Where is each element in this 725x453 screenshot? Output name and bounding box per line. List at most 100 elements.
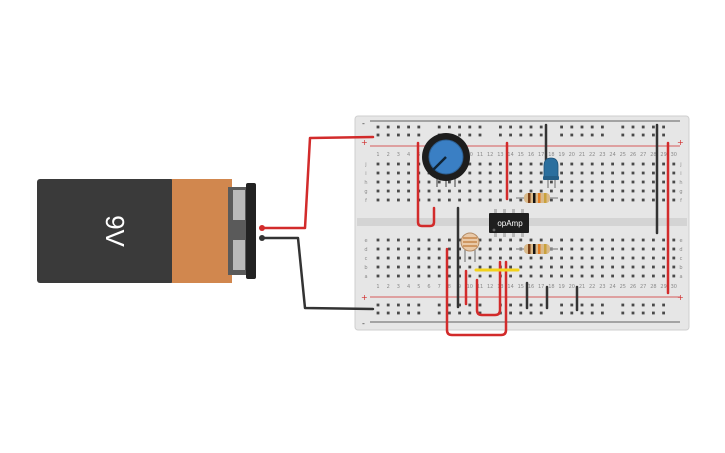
rail-hole[interactable] <box>652 125 655 129</box>
breadboard-hole[interactable] <box>417 274 421 278</box>
breadboard-hole[interactable] <box>590 162 594 166</box>
breadboard-hole[interactable] <box>509 189 512 193</box>
breadboard-hole[interactable] <box>580 180 584 184</box>
breadboard-hole[interactable] <box>488 274 492 278</box>
breadboard-hole[interactable] <box>560 171 563 175</box>
breadboard-hole[interactable] <box>458 247 461 251</box>
breadboard-hole[interactable] <box>590 265 594 269</box>
rail-hole[interactable] <box>641 133 645 137</box>
breadboard-hole[interactable] <box>376 180 380 184</box>
breadboard-hole[interactable] <box>519 162 523 166</box>
breadboard-hole[interactable] <box>631 274 635 278</box>
rail-hole[interactable] <box>631 133 635 137</box>
breadboard-hole[interactable] <box>672 274 676 278</box>
rail-hole[interactable] <box>376 125 380 129</box>
breadboard-hole[interactable] <box>662 171 665 175</box>
breadboard-hole[interactable] <box>519 189 523 193</box>
breadboard-hole[interactable] <box>570 162 574 166</box>
breadboard-hole[interactable] <box>519 274 523 278</box>
breadboard-hole[interactable] <box>397 256 400 260</box>
breadboard-hole[interactable] <box>529 162 533 166</box>
breadboard-hole[interactable] <box>499 238 502 242</box>
rail-hole[interactable] <box>590 303 594 307</box>
breadboard-hole[interactable] <box>590 247 594 251</box>
breadboard-hole[interactable] <box>478 189 482 193</box>
breadboard-hole[interactable] <box>631 265 635 269</box>
rail-hole[interactable] <box>468 133 472 137</box>
breadboard-hole[interactable] <box>580 256 584 260</box>
rail-hole[interactable] <box>386 133 390 137</box>
rail-hole[interactable] <box>478 125 482 129</box>
rail-hole[interactable] <box>529 133 533 137</box>
breadboard-hole[interactable] <box>437 265 441 269</box>
breadboard-hole[interactable] <box>550 238 553 242</box>
breadboard-hole[interactable] <box>621 162 625 166</box>
rail-hole[interactable] <box>478 303 482 307</box>
resistor-bottom[interactable] <box>516 244 558 254</box>
rail-hole[interactable] <box>662 311 665 315</box>
breadboard-hole[interactable] <box>672 265 676 269</box>
breadboard-hole[interactable] <box>488 198 492 202</box>
rail-hole[interactable] <box>397 133 400 137</box>
breadboard-hole[interactable] <box>417 256 421 260</box>
breadboard-hole[interactable] <box>611 274 614 278</box>
led[interactable] <box>543 157 559 188</box>
breadboard-hole[interactable] <box>590 256 594 260</box>
breadboard-hole[interactable] <box>397 265 400 269</box>
breadboard-hole[interactable] <box>550 256 553 260</box>
breadboard-hole[interactable] <box>672 162 676 166</box>
rail-hole[interactable] <box>539 125 543 129</box>
rail-hole[interactable] <box>652 311 655 315</box>
rail-hole[interactable] <box>509 133 512 137</box>
rail-hole[interactable] <box>539 133 543 137</box>
breadboard-hole[interactable] <box>427 180 431 184</box>
rail-hole[interactable] <box>407 133 410 137</box>
breadboard-hole[interactable] <box>652 265 655 269</box>
breadboard-hole[interactable] <box>662 256 665 260</box>
breadboard-hole[interactable] <box>539 162 543 166</box>
breadboard-hole[interactable] <box>397 247 400 251</box>
breadboard-hole[interactable] <box>407 238 410 242</box>
breadboard-hole[interactable] <box>478 274 482 278</box>
rail-hole[interactable] <box>417 133 421 137</box>
breadboard-hole[interactable] <box>641 247 645 251</box>
wire-red-bottom-loop[interactable] <box>445 247 508 337</box>
rail-hole[interactable] <box>590 133 594 137</box>
breadboard-hole[interactable] <box>601 265 604 269</box>
breadboard-hole[interactable] <box>652 180 655 184</box>
breadboard-hole[interactable] <box>641 274 645 278</box>
rail-hole[interactable] <box>590 311 594 315</box>
rail-hole[interactable] <box>417 311 421 315</box>
breadboard-hole[interactable] <box>499 180 502 184</box>
rail-hole[interactable] <box>397 125 400 129</box>
breadboard-hole[interactable] <box>560 238 563 242</box>
breadboard-hole[interactable] <box>386 198 390 202</box>
rail-hole[interactable] <box>397 311 400 315</box>
breadboard-hole[interactable] <box>560 256 563 260</box>
breadboard-hole[interactable] <box>621 247 625 251</box>
breadboard-hole[interactable] <box>601 274 604 278</box>
breadboard-hole[interactable] <box>652 198 655 202</box>
breadboard-hole[interactable] <box>386 189 390 193</box>
rail-hole[interactable] <box>580 311 584 315</box>
breadboard-hole[interactable] <box>397 274 400 278</box>
breadboard-hole[interactable] <box>590 274 594 278</box>
breadboard-hole[interactable] <box>662 247 665 251</box>
breadboard-hole[interactable] <box>376 162 380 166</box>
breadboard-hole[interactable] <box>580 238 584 242</box>
breadboard-hole[interactable] <box>397 171 400 175</box>
breadboard-hole[interactable] <box>631 256 635 260</box>
breadboard-hole[interactable] <box>386 265 390 269</box>
rail-hole[interactable] <box>407 303 410 307</box>
breadboard-hole[interactable] <box>488 265 492 269</box>
breadboard-hole[interactable] <box>448 265 451 269</box>
rail-hole[interactable] <box>641 303 645 307</box>
breadboard-hole[interactable] <box>580 171 584 175</box>
breadboard-hole[interactable] <box>672 238 676 242</box>
rail-hole[interactable] <box>478 133 482 137</box>
breadboard-hole[interactable] <box>488 256 492 260</box>
rail-hole[interactable] <box>641 125 645 129</box>
breadboard-hole[interactable] <box>458 238 461 242</box>
breadboard-hole[interactable] <box>601 247 604 251</box>
breadboard-hole[interactable] <box>478 162 482 166</box>
